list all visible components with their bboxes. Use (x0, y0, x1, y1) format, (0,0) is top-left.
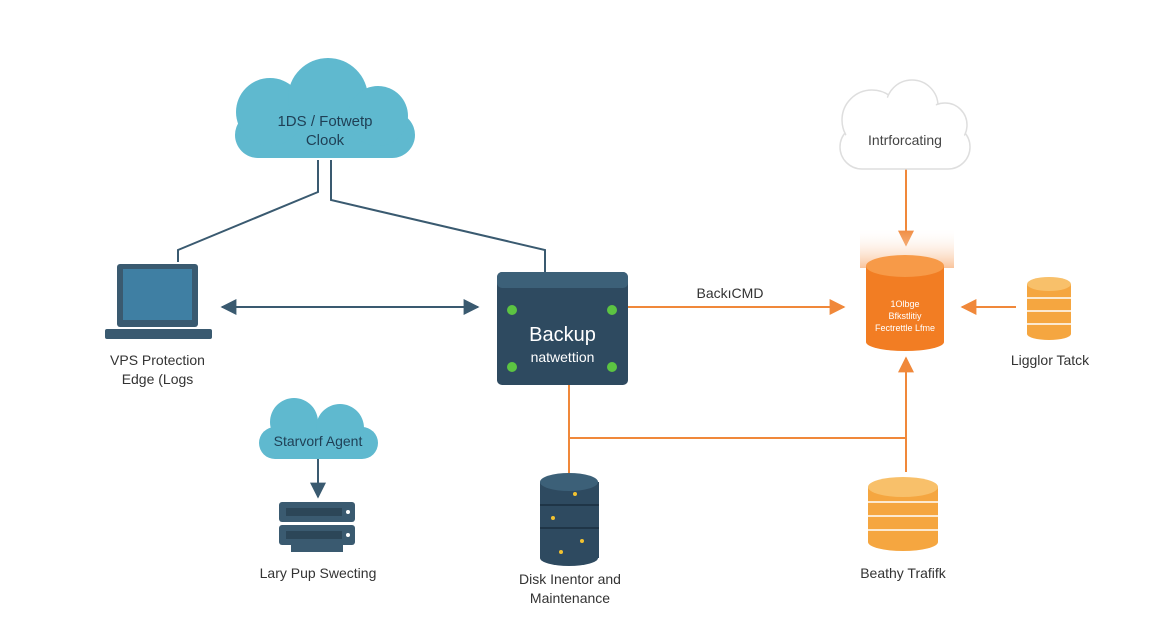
edge-label-backup-to-orange: BackıCMD (696, 285, 764, 301)
laptop-label-line1: VPS Protection (110, 352, 205, 368)
logger-database-icon[interactable] (1027, 277, 1071, 340)
server-icon[interactable] (279, 502, 355, 552)
healthy-database-icon[interactable] (868, 477, 938, 551)
disk-label-line2: Maintenance (529, 590, 611, 606)
edge-cloud-to-laptop (177, 160, 319, 262)
agent-cloud-label: Starvorf Agent (273, 433, 363, 449)
laptop-icon[interactable] (105, 264, 212, 339)
laptop-label-line2: Edge (Logs (121, 371, 194, 387)
backup-label: Backup natwettion (497, 323, 628, 367)
edge-backup-disk-healthy-bus (568, 356, 914, 473)
laptop-label: VPS Protection Edge (Logs (80, 351, 235, 389)
interfacing-label: Intrforcating (868, 132, 942, 148)
healthy-label: Beathy Trafifk (860, 565, 946, 581)
disk-database-icon[interactable] (540, 473, 599, 566)
logger-label: Ligglor Tatck (1010, 352, 1090, 368)
backup-box[interactable] (497, 272, 628, 385)
top-cloud-icon[interactable] (235, 58, 415, 158)
top-cloud-label-line2: Clook (305, 132, 345, 149)
edge-cloud-to-backup (330, 160, 546, 272)
top-cloud-label-line1: 1DS / Fotwetp (277, 113, 373, 130)
orange-db-label-line3: Fectrettle Lfme (874, 323, 936, 333)
server-label: Lary Pup Swecting (259, 565, 377, 581)
disk-label: Disk Inentor and Maintenance (485, 570, 655, 608)
orange-db-label-line1: 1Olbge (890, 299, 920, 309)
top-cloud-label: 1DS / Fotwetp Clook (250, 112, 400, 150)
agent-cloud-icon[interactable] (259, 398, 378, 459)
orange-database-icon[interactable] (860, 228, 954, 351)
interfacing-cloud-icon[interactable] (839, 79, 971, 170)
orange-db-label: 1Olbge Bfkstlitiy Fectrettle Lfme (866, 298, 944, 334)
backup-title: Backup (529, 324, 596, 346)
backup-subtitle: natwettion (530, 349, 595, 365)
orange-db-label-line2: Bfkstlitiy (888, 311, 922, 321)
disk-label-line1: Disk Inentor and (519, 571, 621, 587)
